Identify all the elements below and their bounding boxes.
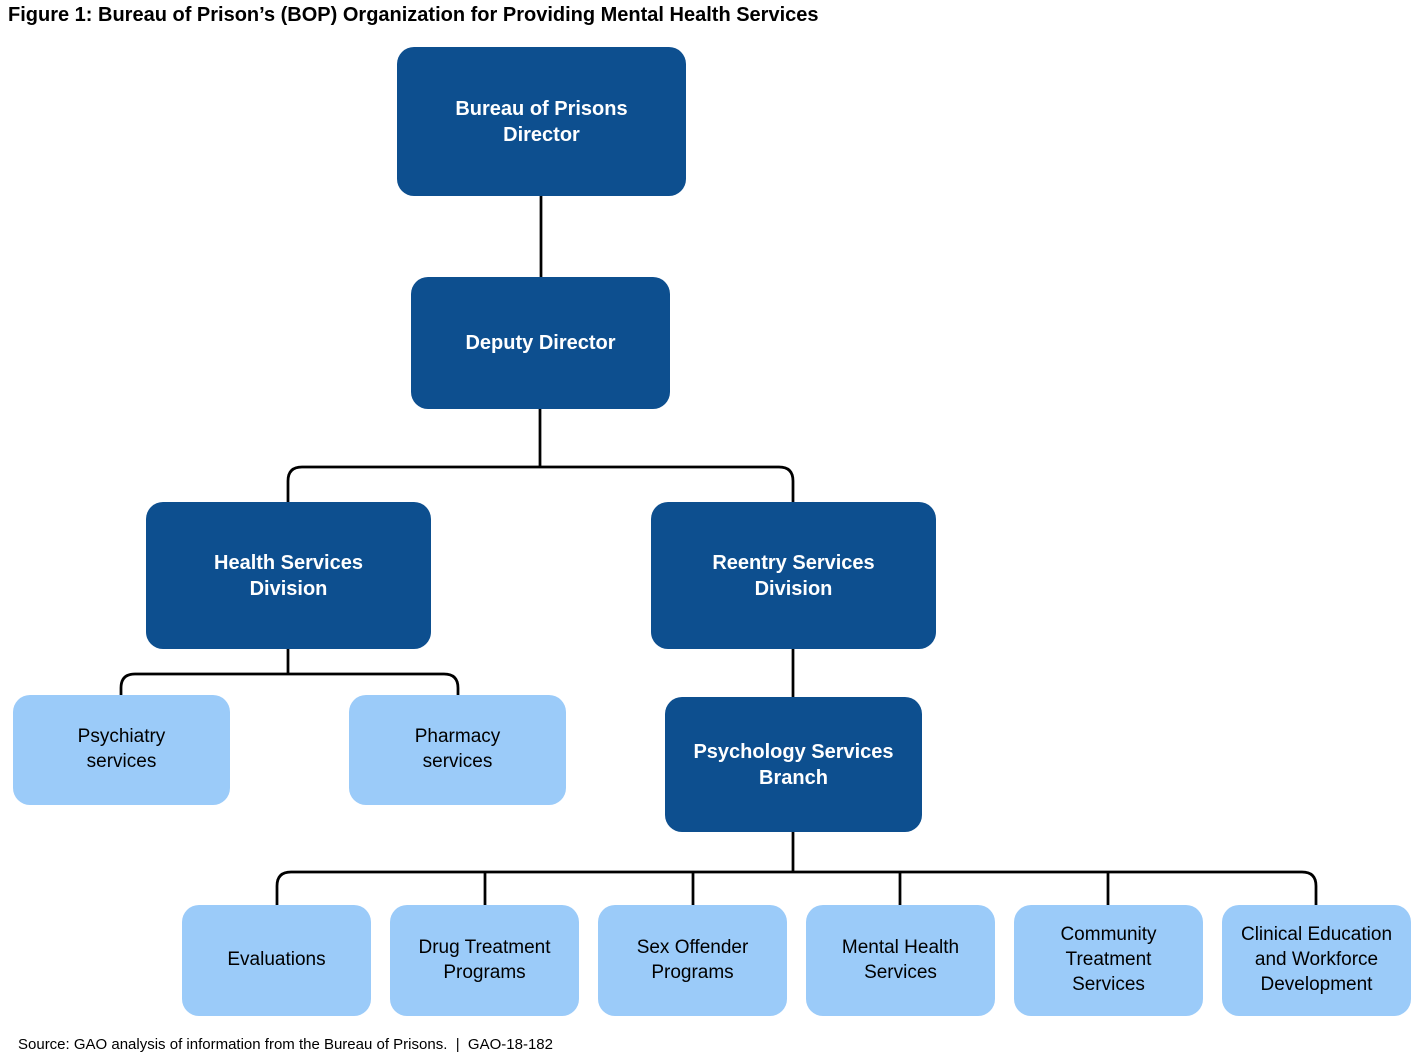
node-psychiatry-services: Psychiatry services <box>13 695 230 805</box>
node-label: Deputy Director <box>465 332 616 354</box>
node-label: Sex Offender Programs <box>636 936 749 983</box>
node-bureau-of-prisons-director: Bureau of Prisons Director <box>397 47 686 196</box>
node-sex-offender-programs: Sex Offender Programs <box>598 905 787 1016</box>
node-pharmacy-services: Pharmacy services <box>349 695 566 805</box>
node-label: Evaluations <box>227 949 326 971</box>
node-psychology-services-branch: Psychology Services Branch <box>665 697 922 832</box>
figure-title: Figure 1: Bureau of Prison’s (BOP) Organ… <box>8 4 819 26</box>
source-note: Source: GAO analysis of information from… <box>18 1036 553 1053</box>
node-deputy-director: Deputy Director <box>411 277 670 409</box>
node-drug-treatment-programs: Drug Treatment Programs <box>390 905 579 1016</box>
node-label: Community Treatment Services <box>1060 924 1157 995</box>
connector-health-to-services <box>119 649 460 696</box>
node-label: Psychiatry services <box>77 726 166 772</box>
node-health-services-division: Health Services Division <box>146 502 431 649</box>
node-clinical-education-workforce-development: Clinical Education and Workforce Develop… <box>1222 905 1411 1016</box>
node-label: Reentry Services Division <box>712 551 875 600</box>
node-label: Mental Health Services <box>841 936 960 983</box>
connector-psychology-to-programs <box>275 832 1318 906</box>
node-label: Clinical Education and Workforce Develop… <box>1240 924 1393 995</box>
node-mental-health-services: Mental Health Services <box>806 905 995 1016</box>
node-label: Pharmacy services <box>414 726 501 772</box>
node-label: Health Services Division <box>214 551 363 600</box>
node-label: Drug Treatment Programs <box>418 936 551 983</box>
node-evaluations: Evaluations <box>182 905 371 1016</box>
connector-deputy-to-divisions <box>286 409 795 503</box>
node-label: Bureau of Prisons Director <box>455 97 628 146</box>
node-reentry-services-division: Reentry Services Division <box>651 502 936 649</box>
node-label: Psychology Services Branch <box>693 740 894 789</box>
node-community-treatment-services: Community Treatment Services <box>1014 905 1203 1016</box>
